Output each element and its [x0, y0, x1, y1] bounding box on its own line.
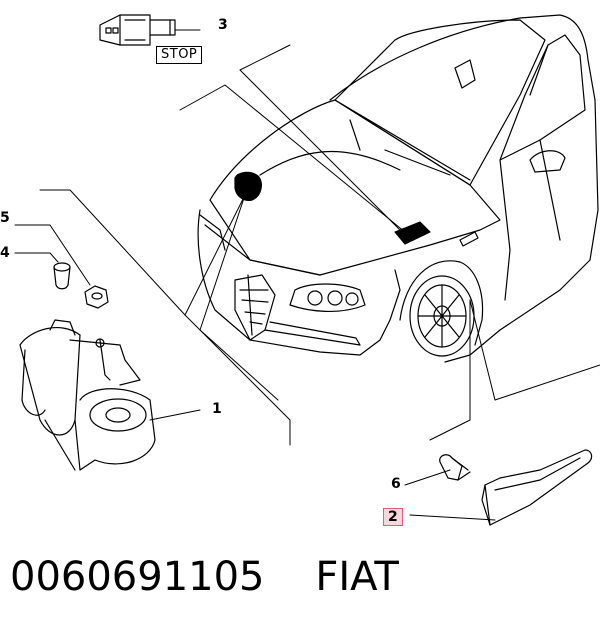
side-marker-part	[481, 449, 593, 526]
brand-name: FIAT	[315, 554, 399, 600]
part-number-footer: 0060691105 FIAT	[10, 552, 399, 602]
spacer-part	[53, 262, 71, 290]
leader-lines	[14, 29, 600, 521]
car-illustration	[197, 14, 599, 363]
callout-part-5: 5	[0, 210, 10, 226]
part-number: 0060691105	[10, 554, 265, 600]
bulb-part	[439, 454, 471, 481]
callout-part-1: 1	[212, 401, 222, 417]
nut-part	[84, 285, 109, 309]
callout-part-6: 6	[391, 476, 401, 492]
stop-switch-part	[99, 14, 176, 46]
callout-part-3: 3	[218, 17, 228, 33]
parts-diagram	[14, 14, 600, 526]
horn-part	[19, 319, 156, 471]
stop-label: STOP	[156, 46, 203, 64]
callout-part-2: 2	[383, 508, 403, 526]
callout-part-4: 4	[0, 245, 10, 261]
